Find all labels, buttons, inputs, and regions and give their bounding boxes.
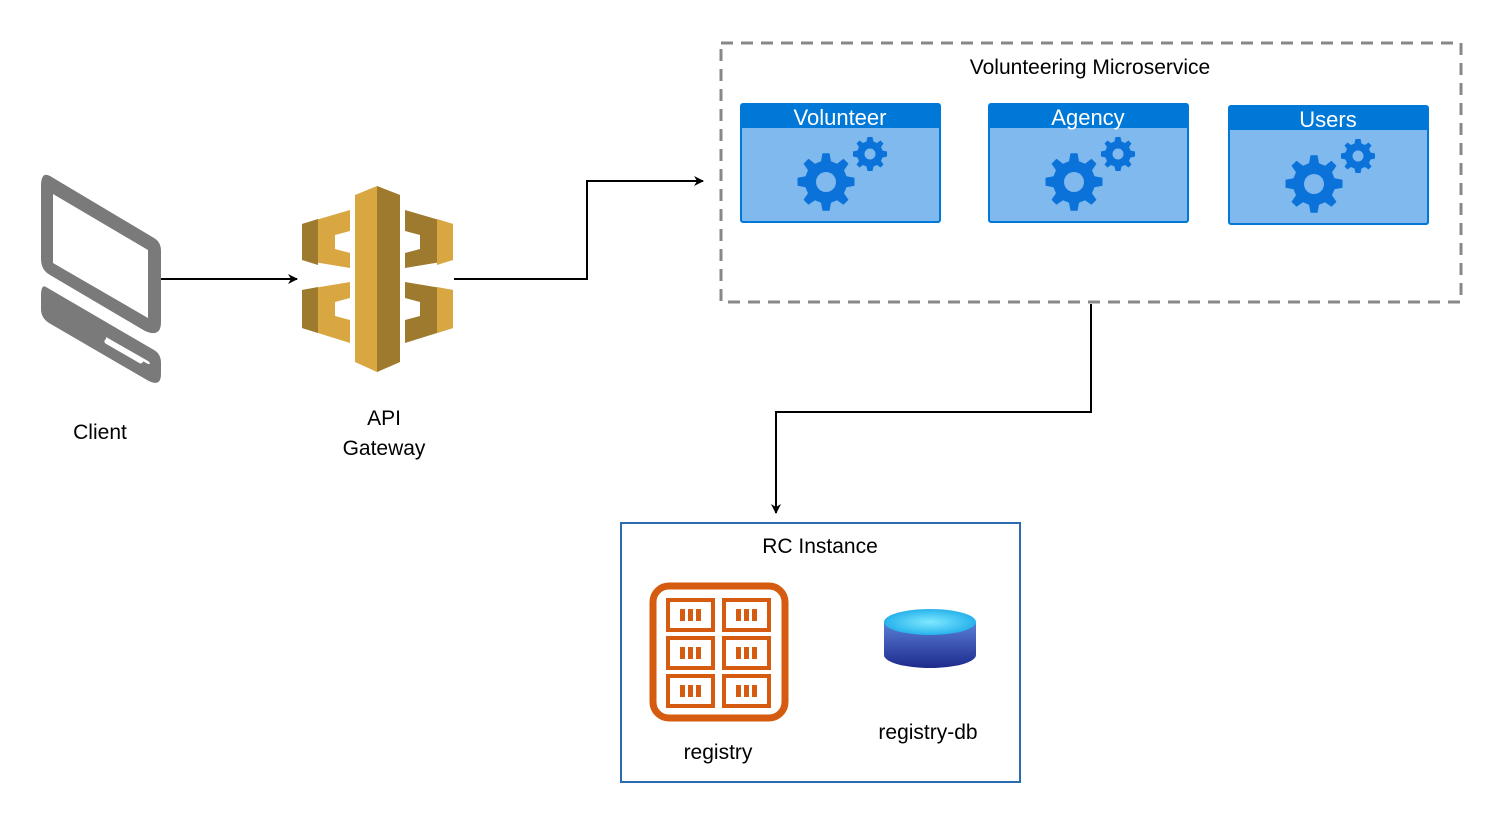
api-gateway-label-line1: API: [367, 407, 401, 430]
service-users-title: Users: [1299, 107, 1356, 132]
rc-instance-title: RC Instance: [762, 535, 878, 558]
client-label: Client: [73, 421, 127, 444]
rc-instance-container: [620, 522, 1021, 783]
database-icon: [884, 609, 976, 668]
registry-label: registry: [684, 741, 753, 764]
registry-container-icon: [649, 582, 789, 722]
api-gateway-label-line2: Gateway: [343, 437, 426, 460]
microservice-title: Volunteering Microservice: [970, 56, 1210, 79]
microservice-to-rc-arrow: [771, 304, 1092, 514]
gateway-to-microservice-arrow: [454, 176, 704, 280]
service-agency-title: Agency: [1051, 105, 1124, 130]
service-volunteer: [740, 103, 941, 223]
api-gateway-icon: [302, 186, 453, 372]
service-agency: [988, 103, 1189, 223]
client-computer-icon: [41, 174, 161, 383]
microservice-container: [719, 41, 1463, 304]
registry-db-label: registry-db: [878, 721, 977, 744]
service-volunteer-title: Volunteer: [794, 105, 887, 130]
service-users: [1228, 105, 1429, 225]
